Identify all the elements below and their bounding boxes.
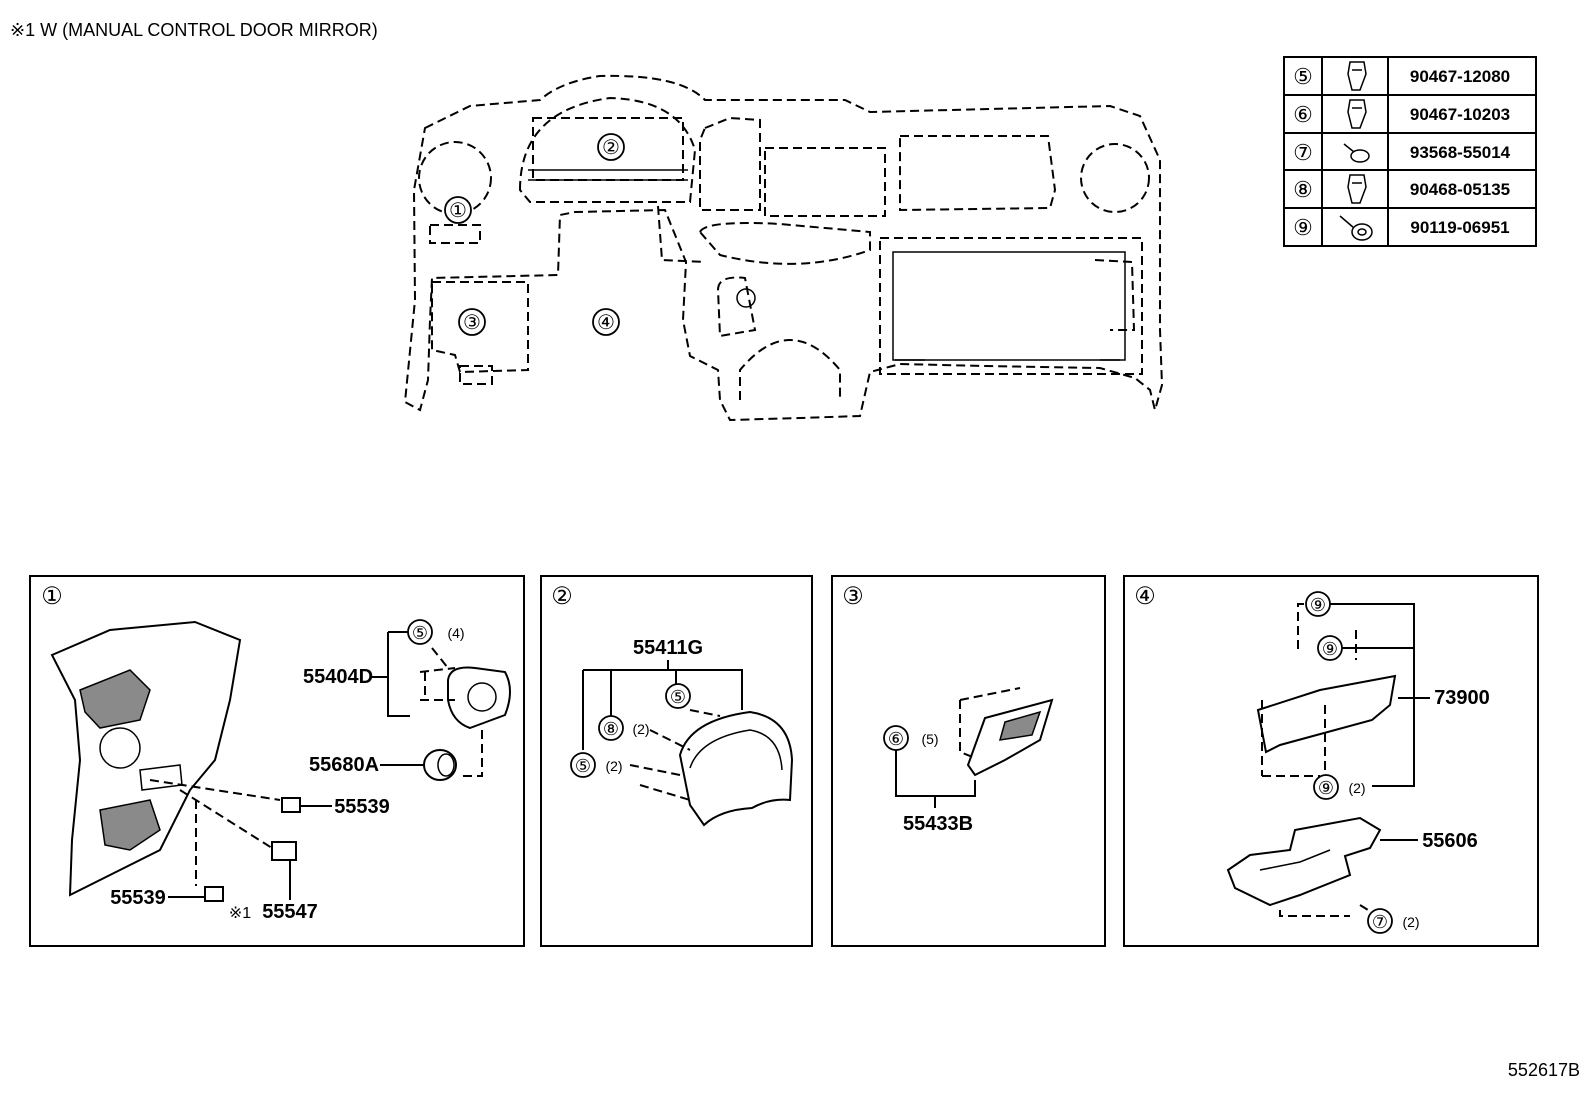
table-ref-7: ⑦ xyxy=(1293,140,1313,165)
panel-3-id: ③ xyxy=(842,583,864,610)
drawing-id: 552617B xyxy=(1508,1060,1580,1080)
clip-icon xyxy=(1347,61,1367,91)
panel-4-qty-9: (2) xyxy=(1348,780,1365,796)
table-ref-8: ⑧ xyxy=(1293,177,1313,202)
table-ref-5: ⑤ xyxy=(1293,64,1313,89)
table-part-5: 90467-12080 xyxy=(1410,67,1510,86)
part-73900: 73900 xyxy=(1434,687,1490,709)
clip-icon xyxy=(1347,99,1367,129)
panel-4-qty-7: (2) xyxy=(1402,914,1419,930)
instrument-panel-overview xyxy=(403,74,1164,422)
screw-icon xyxy=(1343,143,1370,163)
detail-panel-2: ② 55411G ⑤ ⑧ (2) ⑤ (2) xyxy=(540,575,813,947)
panel-2-ref-5-bottom: ⑤ xyxy=(575,756,591,776)
overview-callouts: ① ② ③ ④ xyxy=(444,133,625,336)
part-55539-left: 55539 xyxy=(110,887,166,909)
detail-panel-3: ③ ⑥ (5) 55433B xyxy=(831,575,1106,947)
table-part-6: 90467-10203 xyxy=(1410,105,1510,124)
panel-2-id: ② xyxy=(551,583,573,610)
panel-1-mark-1: ※1 xyxy=(229,905,251,922)
part-55411G: 55411G xyxy=(633,637,703,659)
bolt-icon xyxy=(1339,215,1373,241)
part-55547: 55547 xyxy=(262,901,318,923)
panel-4-ref-7: ⑦ xyxy=(1372,912,1388,932)
panel-2-qty-8: (2) xyxy=(632,721,649,737)
table-part-7: 93568-55014 xyxy=(1410,143,1511,162)
overview-callout-2: ② xyxy=(602,137,620,159)
detail-panel-1: ① ⑤ (4) 55404D 55680A 55539 ※1 xyxy=(29,575,525,947)
overview-callout-1: ① xyxy=(449,200,467,222)
table-part-9: 90119-06951 xyxy=(1410,218,1509,237)
panel-4-ref-9-bottom: ⑨ xyxy=(1318,778,1334,798)
panel-3-ref-6: ⑥ xyxy=(888,729,904,749)
panel-1-qty-4: (4) xyxy=(447,625,464,641)
clip-icon xyxy=(1347,174,1367,204)
panel-2-qty-5: (2) xyxy=(605,758,622,774)
panel-4-ref-9-top: ⑨ xyxy=(1310,595,1326,615)
panel-4-id: ④ xyxy=(1134,583,1156,610)
panel-3-qty-6: (5) xyxy=(921,731,938,747)
header-note: ※1 W (MANUAL CONTROL DOOR MIRROR) xyxy=(10,20,378,40)
table-ref-6: ⑥ xyxy=(1293,102,1313,127)
panel-4-ref-9-mid: ⑨ xyxy=(1322,639,1338,659)
table-part-8: 90468-05135 xyxy=(1410,180,1510,199)
overview-callout-4: ④ xyxy=(597,312,615,334)
panel-1-id: ① xyxy=(41,583,63,610)
panel-1-ref-5: ⑤ xyxy=(412,623,428,643)
detail-panel-4: ④ ⑨ ⑨ 73900 ⑨ (2) 55606 ⑦ (2) xyxy=(1123,575,1539,947)
part-55404D: 55404D xyxy=(303,666,373,688)
part-55539-right: 55539 xyxy=(334,796,390,818)
part-55680A: 55680A xyxy=(309,754,379,776)
part-55606: 55606 xyxy=(1422,830,1478,852)
overview-callout-3: ③ xyxy=(463,312,481,334)
table-ref-9: ⑨ xyxy=(1293,215,1313,240)
fastener-table: ⑤ 90467-12080 ⑥ 90467-10203 ⑦ 93568-5501… xyxy=(1283,56,1537,247)
part-55433B: 55433B xyxy=(903,813,973,835)
panel-2-ref-5-top: ⑤ xyxy=(670,687,686,707)
panel-2-ref-8: ⑧ xyxy=(603,719,619,739)
